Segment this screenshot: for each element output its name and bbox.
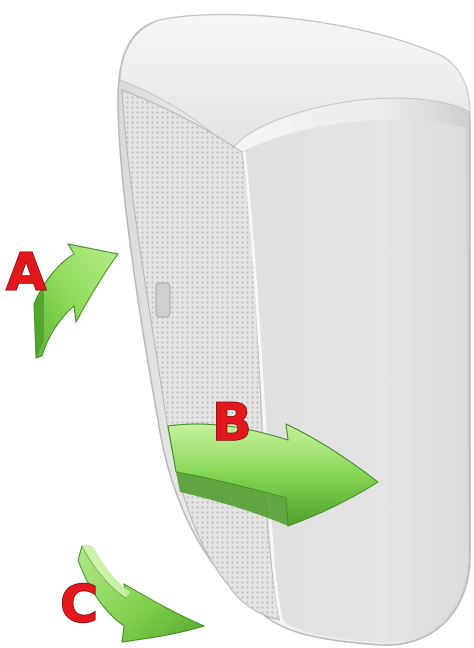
speaker-side-panel	[242, 120, 468, 642]
label-b: B	[212, 393, 252, 453]
speaker-logo-badge	[156, 283, 170, 317]
speaker-enclosure	[118, 15, 470, 646]
arrow-a	[34, 244, 118, 358]
label-c: C	[60, 575, 98, 635]
label-a: A	[6, 243, 46, 303]
arrow-a-shape	[34, 244, 118, 358]
